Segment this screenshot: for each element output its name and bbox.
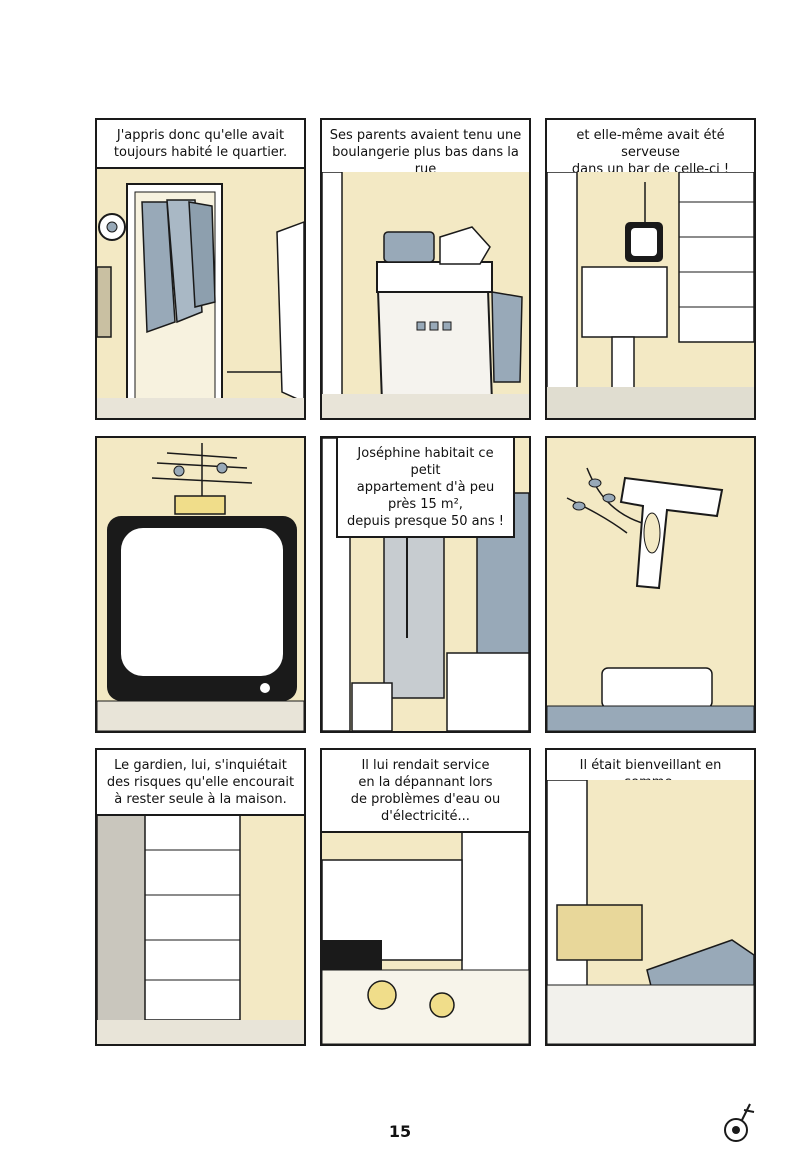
panel-illustration <box>547 172 754 418</box>
caption-line: Il lui rendait service <box>361 758 490 773</box>
caption-line: Joséphine habitait ce petit <box>357 446 494 478</box>
caption-line: et elle-même avait été serveuse <box>576 128 725 160</box>
panel-illustration <box>547 780 754 1044</box>
caption-line: de problèmes d'eau ou d'électricité... <box>350 792 501 824</box>
comic-panel-9: Il était bienveillant en somme. <box>545 748 756 1046</box>
caption-line: appartement d'à peu près 15 m², <box>356 480 495 512</box>
caption-line: en la dépannant lors <box>358 775 493 790</box>
caption-box: J'appris donc qu'elle avait toujours hab… <box>97 120 304 169</box>
panel-illustration <box>322 172 529 418</box>
comic-panel-7: Le gardien, lui, s'inquiétait des risque… <box>95 748 306 1046</box>
caption-box: Joséphine habitait ce petit appartement … <box>336 438 515 538</box>
comic-panel-6 <box>545 436 756 733</box>
panel-illustration <box>97 438 304 731</box>
comic-panel-8: Il lui rendait service en la dépannant l… <box>320 748 531 1046</box>
caption-line: à rester seule à la maison. <box>114 792 287 807</box>
publisher-logo-icon <box>724 1103 755 1142</box>
comic-panel-5: Joséphine habitait ce petit appartement … <box>320 436 531 733</box>
comic-panel-4 <box>95 436 306 733</box>
caption-line: toujours habité le quartier. <box>113 145 288 160</box>
comic-panel-3: et elle-même avait été serveuse dans un … <box>545 118 756 420</box>
panel-illustration <box>547 438 754 731</box>
caption-line: Ses parents avaient tenu une <box>329 128 522 143</box>
caption-line: Le gardien, lui, s'inquiétait <box>114 758 287 773</box>
caption-line: J'appris donc qu'elle avait <box>116 128 285 143</box>
comic-panel-2: Ses parents avaient tenu une boulangerie… <box>320 118 531 420</box>
caption-line: depuis presque 50 ans ! <box>347 514 504 529</box>
caption-box: Le gardien, lui, s'inquiétait des risque… <box>97 750 304 816</box>
panel-illustration <box>97 172 304 418</box>
comic-panel-1: J'appris donc qu'elle avait toujours hab… <box>95 118 306 420</box>
page-number: 15 <box>388 1122 412 1141</box>
caption-box: Il lui rendait service en la dépannant l… <box>322 750 529 833</box>
caption-line: des risques qu'elle encourait <box>106 775 295 790</box>
